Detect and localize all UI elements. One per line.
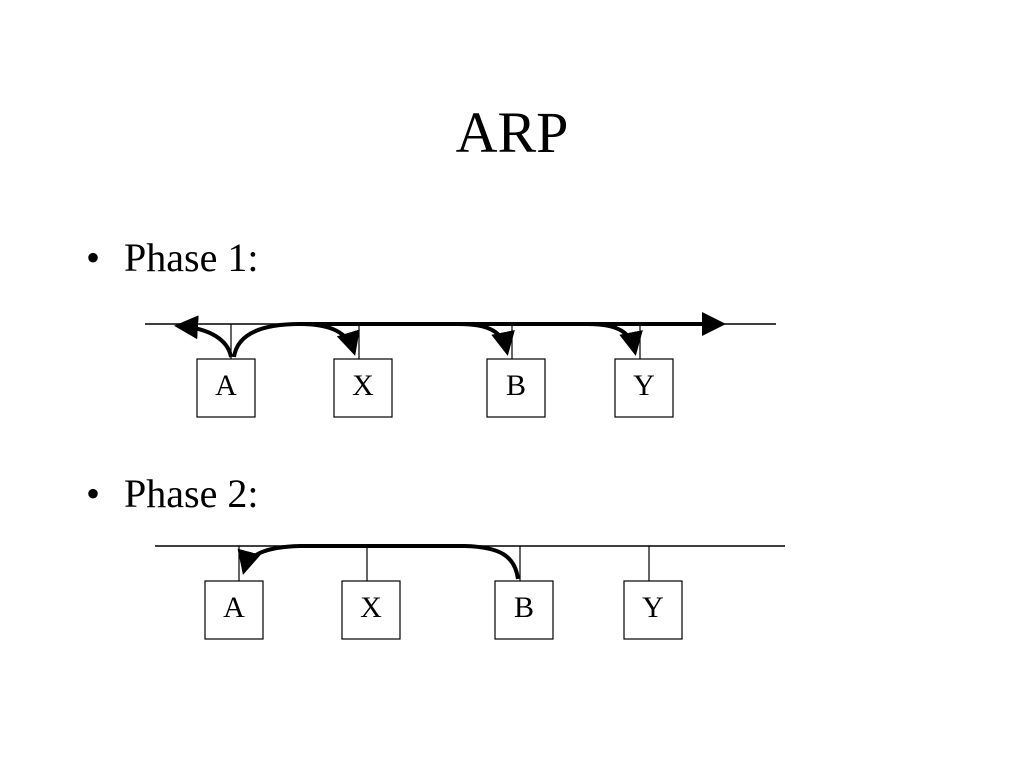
node-y-label: Y bbox=[633, 369, 655, 402]
phase-1-label: Phase 1: bbox=[124, 235, 259, 280]
phase-2-label: Phase 2: bbox=[124, 471, 259, 516]
bullet-dot: • bbox=[86, 471, 101, 516]
node-a: A bbox=[196, 358, 256, 418]
node-y-label: Y bbox=[642, 591, 664, 624]
bullet-phase-2: • Phase 2: bbox=[86, 470, 258, 518]
slide-title: ARP bbox=[455, 100, 569, 165]
node-y: Y bbox=[623, 580, 683, 640]
broadcast-arrow-to-x bbox=[232, 321, 360, 358]
bullet-phase-1: • Phase 1: bbox=[86, 234, 258, 282]
node-b-label: B bbox=[506, 369, 526, 402]
node-x: X bbox=[333, 358, 393, 418]
node-y: Y bbox=[614, 358, 674, 418]
node-x-label: X bbox=[352, 369, 374, 402]
broadcast-arrow-to-y bbox=[586, 322, 643, 356]
node-x: X bbox=[341, 580, 401, 640]
node-b-label: B bbox=[514, 591, 534, 624]
node-a-label: A bbox=[215, 369, 237, 402]
node-b: B bbox=[486, 358, 546, 418]
node-b: B bbox=[494, 580, 554, 640]
bullet-dot: • bbox=[86, 235, 101, 280]
phase-2-network: A X B Y bbox=[155, 544, 785, 640]
broadcast-arrow-to-b bbox=[457, 322, 515, 356]
phase-1-network: A X B Y bbox=[145, 312, 776, 418]
broadcast-arrow-left bbox=[174, 315, 233, 358]
node-a-label: A bbox=[223, 591, 245, 624]
reply-arrow-b-to-a bbox=[237, 544, 520, 580]
node-x-label: X bbox=[360, 591, 382, 624]
node-a: A bbox=[204, 580, 264, 640]
